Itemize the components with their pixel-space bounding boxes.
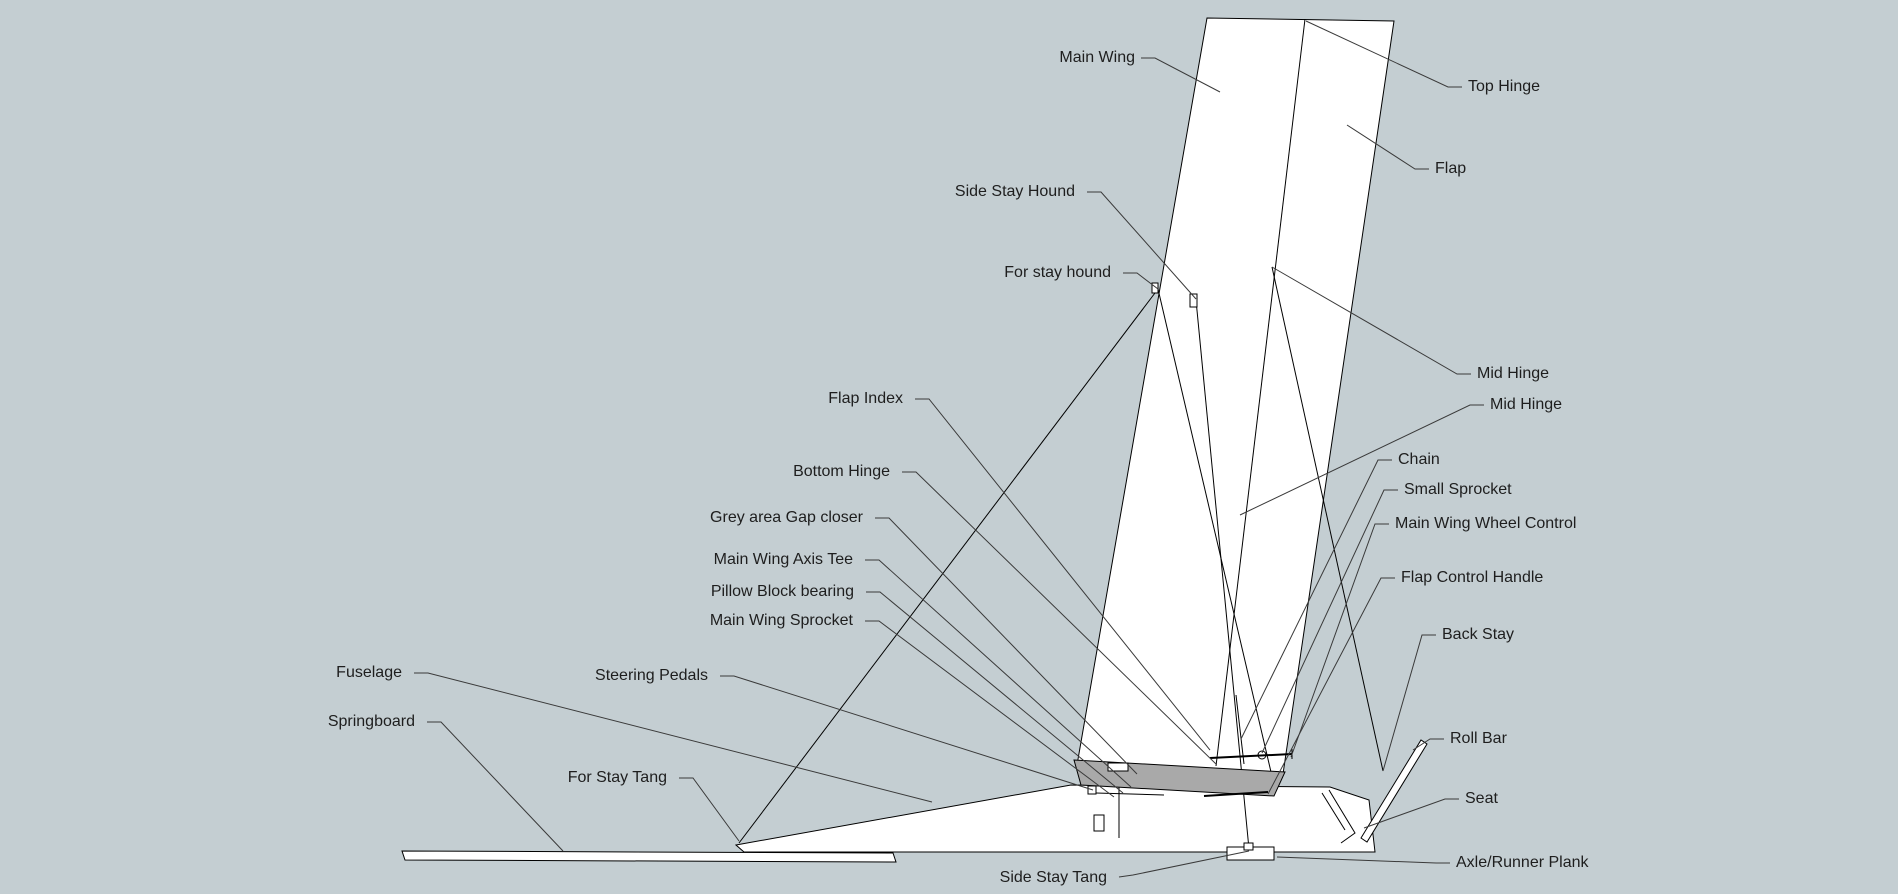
label-top-hinge: Top Hinge bbox=[1468, 78, 1541, 95]
label-back-stay: Back Stay bbox=[1442, 626, 1515, 643]
leader-steering-pedals bbox=[720, 675, 1094, 791]
flap-handle-bar bbox=[1203, 791, 1269, 797]
label-pillow-block-bearing: Pillow Block bearing bbox=[710, 583, 854, 600]
label-for-stay-tang: For Stay Tang bbox=[567, 769, 667, 786]
leader-side-stay-hound bbox=[1087, 191, 1197, 300]
label-main-wing: Main Wing bbox=[1059, 49, 1135, 66]
leader-side-stay-tang bbox=[1118, 850, 1250, 878]
back-stay-line bbox=[1271, 266, 1384, 772]
label-main-wing-wheel-control: Main Wing Wheel Control bbox=[1395, 515, 1577, 532]
leader-flap bbox=[1346, 124, 1429, 170]
forestay-line bbox=[738, 288, 1159, 844]
label-axle-runner-plank: Axle/Runner Plank bbox=[1456, 854, 1589, 871]
leader-seat bbox=[1363, 798, 1459, 829]
label-side-stay-hound: Side Stay Hound bbox=[954, 183, 1075, 200]
label-chain: Chain bbox=[1398, 451, 1440, 468]
label-bottom-hinge: Bottom Hinge bbox=[793, 463, 890, 480]
chain-line bbox=[1235, 694, 1245, 765]
label-flap-index: Flap Index bbox=[828, 390, 903, 407]
cross-stay-line bbox=[1157, 288, 1272, 773]
side-fitting-shape bbox=[1093, 814, 1105, 832]
leader-grey-area-gap-closer bbox=[875, 517, 1138, 775]
roll-bar-shape bbox=[1360, 739, 1428, 843]
label-roll-bar: Roll Bar bbox=[1450, 730, 1507, 747]
label-main-wing-axis-tee: Main Wing Axis Tee bbox=[713, 551, 853, 568]
label-main-wing-sprocket: Main Wing Sprocket bbox=[709, 612, 853, 629]
leader-axle-runner-plank bbox=[1276, 856, 1450, 864]
leader-main-wing bbox=[1141, 57, 1221, 93]
leader-fuselage bbox=[414, 672, 933, 803]
label-for-stay-hound: For stay hound bbox=[1004, 264, 1111, 281]
leader-main-wing-wheel-control bbox=[1290, 523, 1389, 758]
seat-shape bbox=[1328, 789, 1356, 844]
label-seat: Seat bbox=[1465, 790, 1498, 807]
leader-chain bbox=[1240, 459, 1392, 740]
seat-shape-2 bbox=[1321, 792, 1346, 831]
wheel-control-bar bbox=[1209, 753, 1293, 759]
leader-mid-hinge-lower bbox=[1239, 404, 1484, 516]
leader-flap-index bbox=[915, 398, 1211, 751]
for-stay-hound-shape bbox=[1151, 282, 1159, 294]
side-stay-hound-shape bbox=[1189, 293, 1198, 308]
axis-tee-bar bbox=[1095, 792, 1165, 796]
label-springboard: Springboard bbox=[327, 713, 415, 730]
label-small-sprocket: Small Sprocket bbox=[1404, 481, 1512, 498]
hinge-line bbox=[1215, 18, 1306, 767]
small-sprocket-shape bbox=[1257, 750, 1267, 760]
leader-roll-bar bbox=[1412, 738, 1444, 751]
leader-pillow-block-bearing bbox=[866, 591, 1124, 794]
leader-main-wing-axis-tee bbox=[865, 559, 1132, 788]
springboard-shape bbox=[401, 850, 897, 863]
label-steering-pedals: Steering Pedals bbox=[595, 667, 708, 684]
leader-top-hinge bbox=[1305, 20, 1462, 88]
label-side-stay-tang: Side Stay Tang bbox=[999, 869, 1107, 886]
leader-for-stay-tang bbox=[679, 777, 740, 842]
wing-shape bbox=[1076, 17, 1395, 775]
label-flap-control-handle: Flap Control Handle bbox=[1401, 569, 1544, 586]
leader-main-wing-sprocket bbox=[865, 620, 1115, 798]
side-stay-tang-shape bbox=[1243, 842, 1254, 851]
label-fuselage: Fuselage bbox=[336, 664, 402, 681]
leader-bottom-hinge bbox=[902, 471, 1217, 765]
leader-mid-hinge-upper bbox=[1271, 266, 1471, 375]
leader-flap-control-handle bbox=[1267, 577, 1395, 795]
label-flap: Flap bbox=[1435, 160, 1467, 177]
leader-small-sprocket bbox=[1261, 489, 1398, 754]
label-mid-hinge-lower: Mid Hinge bbox=[1490, 396, 1563, 413]
label-mid-hinge-upper: Mid Hinge bbox=[1477, 365, 1550, 382]
label-grey-area-gap-closer: Grey area Gap closer bbox=[710, 509, 863, 526]
pillow-block-shape bbox=[1107, 762, 1129, 772]
leader-springboard bbox=[427, 721, 564, 852]
leader-back-stay bbox=[1382, 634, 1436, 772]
fuselage-shape bbox=[734, 784, 1376, 853]
leader-for-stay-hound bbox=[1123, 272, 1159, 290]
